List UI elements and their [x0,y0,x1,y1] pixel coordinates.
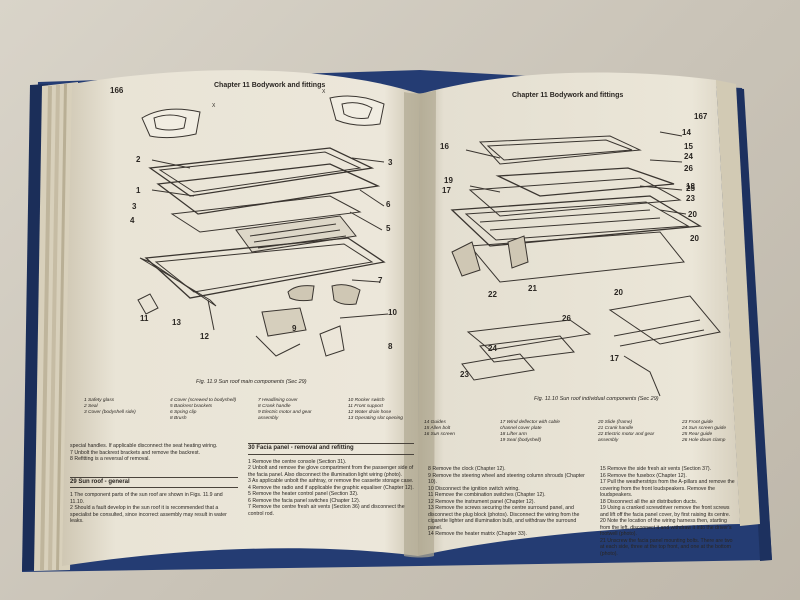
left-callout: X [212,103,216,109]
right-chapter-header: Chapter 11 Bodywork and fittings [512,92,624,99]
right-page-number: 167 [694,112,708,121]
left-callout: 12 [200,332,209,341]
left-callout: 2 [136,155,141,164]
left-legend-col3: 7 Headlining cover 8 Crank handle 9 Elec… [258,398,312,421]
left-body-col2: 30 Facia panel - removal and refitting 1… [248,443,414,517]
left-callout: 11 [140,314,149,323]
left-callout: 13 [172,318,181,327]
right-legend-col4: 23 Front guide 24 Sun screen guide 25 Re… [682,420,727,443]
left-body-col1: special handles. If applicable disconnec… [70,443,238,525]
left-legend-col1: 1 Safety glass 2 Seal 3 Cover (bodyshell… [84,398,136,415]
left-callout: 10 [388,308,397,317]
left-callout: 9 [292,324,297,333]
right-body-col1: 8 Remove the clock (Chapter 12). 9 Remov… [428,466,585,537]
right-callout: 17 [610,354,619,363]
left-callout: 1 [136,186,141,195]
right-legend-col2: 17 Wind deflector with cable channel cov… [500,420,560,443]
left-legend-col2: 4 Cover (screwed to bodyshell) 5 Backres… [170,398,237,421]
left-chapter-header: Chapter 11 Bodywork and fittings [214,82,326,89]
right-callout: 23 [686,194,695,203]
left-callout: 5 [386,224,391,233]
section30-title: 30 Facia panel - removal and refitting [248,445,354,451]
left-callout: 6 [386,200,391,209]
right-callout: 26 [562,314,571,323]
right-callout: 14 [682,128,691,137]
right-callout: 18 [686,182,695,191]
left-callout: 7 [378,276,383,285]
right-callout: 20 [690,234,699,243]
right-figure-caption: Fig. 11.10 Sun roof individual component… [534,396,659,402]
right-callout: 16 [440,142,449,151]
right-callout: 15 [684,142,693,151]
right-callout: 22 [488,290,497,299]
left-page [62,70,420,567]
right-callout: 19 [444,176,453,185]
right-callout: 17 [442,186,451,195]
right-callout: 21 [528,284,537,293]
right-legend-col3: 20 Slide (frame) 21 Crank handle 22 Elec… [598,420,655,443]
left-callout: 8 [388,342,393,351]
left-legend-col4: 10 Rocker switch 11 Front support 12 Wat… [348,398,403,421]
right-callout: 25 [686,184,695,193]
left-page-number: 166 [110,86,124,95]
left-figure-drawing [137,95,389,357]
right-callout: 20 [688,210,697,219]
right-body-col2: 15 Remove the side fresh air vents (Sect… [600,466,735,557]
right-page [418,72,740,557]
left-callout: 3 [132,202,137,211]
right-callout: 24 [488,344,497,353]
left-callout: 4 [130,216,135,225]
right-callout: 20 [614,288,623,297]
left-figure-caption: Fig. 11.9 Sun roof main components (Sec … [196,379,307,385]
page-edges-right [716,80,760,526]
section29-title: 29 Sun roof - general [70,478,130,485]
gutter-shadow [404,90,436,558]
left-callout: X [322,89,326,95]
right-callout: 24 [684,152,693,161]
right-callout: 26 [684,164,693,173]
left-callout: 3 [388,158,393,167]
right-figure-drawing [450,131,721,397]
right-callout: 23 [460,370,469,379]
right-legend-col1: 14 Guides 15 Allen bolt 16 Sun screen [424,420,455,437]
